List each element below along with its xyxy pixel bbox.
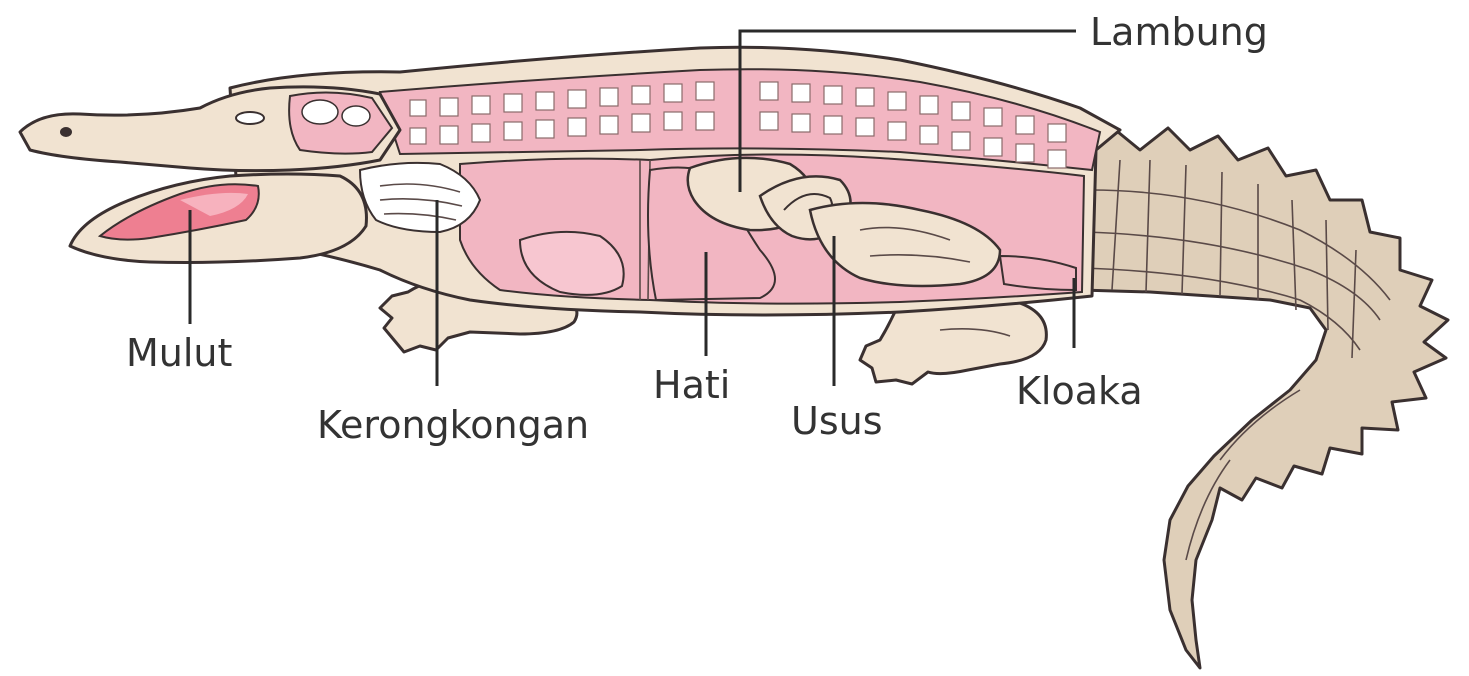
label-lambung: Lambung [1090,10,1268,54]
label-usus: Usus [791,399,883,443]
label-mulut: Mulut [126,331,232,375]
nostril [60,127,72,137]
label-kerongkongan: Kerongkongan [317,403,589,447]
label-hati: Hati [653,363,730,407]
eye [236,112,264,124]
label-kloaka: Kloaka [1016,369,1143,413]
